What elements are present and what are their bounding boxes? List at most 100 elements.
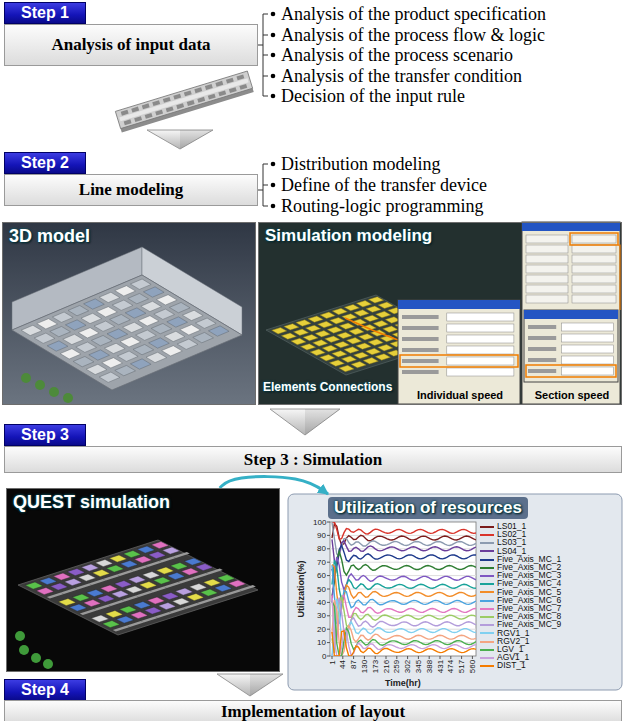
bullet-item: Distribution modeling — [281, 154, 441, 174]
series-line — [332, 545, 476, 578]
model-element — [366, 306, 381, 312]
conveyor — [141, 617, 158, 623]
conveyor — [103, 575, 120, 581]
tick-label: 216 — [382, 660, 391, 673]
station-block — [50, 583, 68, 590]
machine-block — [154, 309, 175, 319]
station-block — [133, 602, 151, 609]
field-box — [562, 345, 614, 353]
machine-block — [104, 343, 125, 353]
station-block — [144, 607, 162, 614]
process-box: Line modeling — [4, 174, 258, 206]
tree — [35, 380, 45, 390]
tick-label: 50 — [317, 585, 326, 594]
field-box — [447, 357, 514, 365]
machine-block — [21, 325, 42, 335]
station-block — [67, 569, 85, 576]
conveyor — [155, 612, 172, 618]
conveyor — [94, 605, 111, 611]
chevron-arrow — [147, 130, 213, 149]
station-block — [228, 580, 246, 587]
tick-mark — [418, 656, 419, 659]
station-block — [128, 576, 146, 583]
box-title: Step 3 : Simulation — [244, 450, 382, 470]
machine-block — [60, 349, 81, 359]
dialog-titlebar — [522, 222, 620, 231]
conveyor — [169, 608, 186, 614]
station-block — [81, 564, 99, 571]
screenshot-panel: Simulation modelingElements ConnectionsI… — [258, 222, 622, 405]
scene-ground — [2, 222, 256, 405]
conveyor — [122, 596, 139, 602]
screenshot-panel: QUEST simulation — [6, 488, 280, 672]
station-block — [156, 567, 174, 574]
conveyor — [136, 591, 153, 597]
bullet-item: Analysis of the product specification — [281, 4, 546, 24]
dialog-illustration — [522, 222, 620, 404]
legend-swatch — [480, 641, 494, 643]
utilization-chart — [288, 494, 622, 690]
machine-block — [120, 337, 141, 347]
panel-title: 3D model — [9, 226, 90, 247]
bracket-line — [258, 190, 263, 191]
legend-entry: RGV1_1 — [480, 629, 530, 637]
station-block — [161, 593, 179, 600]
tick-mark — [327, 629, 330, 630]
model-element — [306, 325, 321, 331]
conveyor — [75, 584, 92, 590]
part-hole — [215, 81, 223, 87]
screenshot-panel: 3D model — [2, 222, 256, 405]
part-hole — [142, 103, 150, 109]
model-element — [293, 329, 308, 335]
part-hole — [155, 110, 163, 116]
bracket-line — [263, 164, 268, 165]
series-line — [332, 539, 476, 564]
machine-block — [195, 318, 216, 328]
station-block — [92, 570, 110, 577]
conveyor — [225, 590, 242, 596]
series-line — [332, 599, 476, 656]
machine-block — [128, 293, 149, 303]
chart-ground — [288, 494, 622, 690]
part-hole — [226, 78, 234, 84]
bracket — [258, 164, 268, 206]
legend-swatch — [480, 583, 494, 585]
model-element — [303, 334, 318, 340]
factory-floor — [12, 275, 242, 390]
machine-block — [138, 316, 159, 326]
series-line — [332, 522, 476, 539]
conveyor — [183, 603, 200, 609]
legend-swatch — [480, 649, 494, 651]
bullet-item: Decision of the input rule — [281, 86, 465, 106]
bracket-line — [263, 96, 268, 97]
tick-label: 259 — [392, 660, 401, 673]
model-element — [329, 360, 344, 366]
machine-block — [115, 286, 136, 296]
model-element — [364, 315, 379, 321]
model-element — [332, 308, 347, 314]
tick-label: 100 — [313, 518, 326, 527]
part-hole — [131, 107, 139, 113]
conveyor — [113, 626, 130, 632]
legend-entry: LS04_1 — [480, 547, 526, 555]
machine-block — [73, 356, 94, 366]
tick-mark — [461, 656, 462, 659]
model-element — [376, 311, 391, 317]
station-block — [214, 585, 232, 592]
step-badge: Step 2 — [4, 152, 86, 174]
bullet-dot — [271, 53, 276, 58]
station-block — [184, 558, 202, 565]
chevron-arrow — [147, 130, 213, 149]
panel-title: QUEST simulation — [13, 492, 170, 513]
tree — [63, 393, 73, 403]
tick-label: 20 — [317, 625, 326, 634]
bullet-item: Analysis of the transfer condition — [281, 66, 522, 86]
station-block — [58, 599, 76, 606]
model-element — [296, 320, 311, 326]
legend-entry: Five_Axis_MC_7 — [480, 604, 561, 612]
part-hole — [124, 119, 132, 125]
dialog-caption: Section speed — [523, 389, 621, 401]
conveyor — [127, 621, 144, 627]
station-block — [120, 561, 138, 568]
dialog-frame — [398, 300, 520, 404]
